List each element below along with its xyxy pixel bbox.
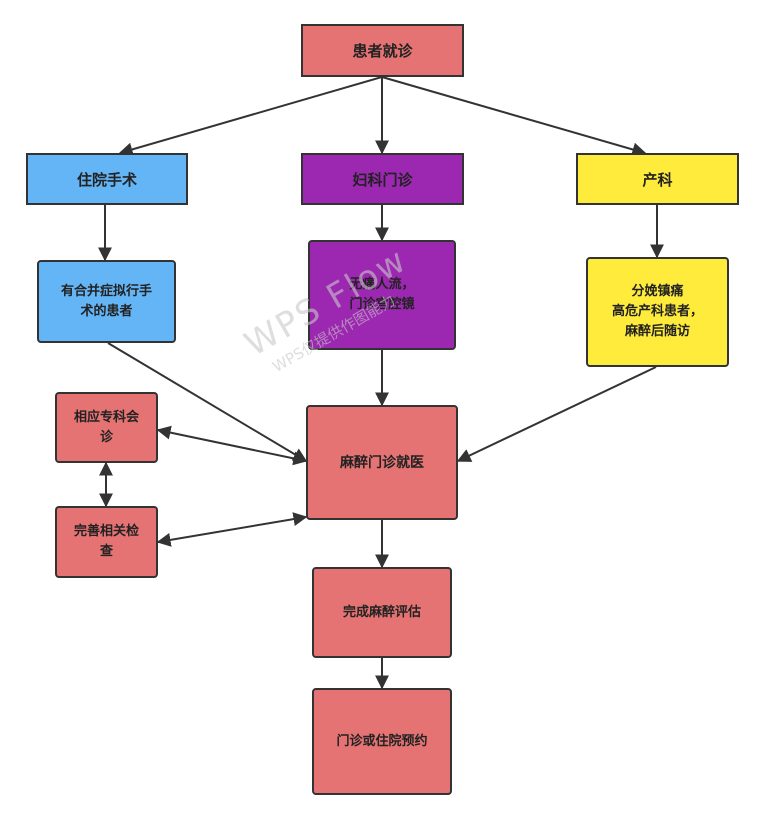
comorbidity-line-2: 术的患者 — [80, 303, 133, 319]
specialist-consult-line-1: 相应专科会 — [73, 409, 139, 425]
node-gyn-procedures[interactable]: 无痛人流， 门诊宫腔镜 — [308, 240, 456, 350]
comorbidity-line-1: 有合并症拟行手 — [60, 283, 152, 299]
gyn-procedures-line-1: 无痛人流， — [349, 277, 415, 292]
specialist-consult-line-2: 诊 — [99, 429, 113, 445]
anesthesia-clinic-label: 麻醉门诊就医 — [340, 454, 424, 471]
node-anesthesia-clinic[interactable]: 麻醉门诊就医 — [306, 405, 458, 520]
node-obstetric-services[interactable]: 分娩镇痛 高危产科患者， 麻醉后随访 — [586, 257, 729, 367]
edge-consult-clinic — [156, 425, 308, 466]
edge-exams-clinic — [156, 512, 308, 547]
obstetric-services-line-2: 高危产科患者， — [611, 304, 703, 319]
node-obstetrics-label: 产科 — [642, 170, 673, 189]
node-gyn-clinic-label: 妇科门诊 — [352, 170, 413, 189]
node-inpatient-surgery[interactable]: 住院手术 — [26, 153, 188, 205]
edge-visit-to-inpatient — [118, 76, 383, 157]
appointment-label: 门诊或住院预约 — [336, 733, 428, 749]
complete-assessment-label: 完成麻醉评估 — [342, 604, 421, 620]
node-comorbidity-patients[interactable]: 有合并症拟行手 术的患者 — [37, 260, 176, 343]
obstetric-services-line-3: 麻醉后随访 — [624, 324, 690, 339]
node-complete-assessment[interactable]: 完成麻醉评估 — [312, 567, 452, 658]
node-appointment[interactable]: 门诊或住院预约 — [312, 688, 452, 795]
complete-exams-line-2: 查 — [99, 544, 113, 559]
node-patient-visit[interactable]: 患者就诊 — [301, 24, 464, 77]
edge-services-to-clinic — [456, 366, 657, 462]
node-patient-visit-label: 患者就诊 — [352, 42, 413, 60]
node-complete-exams[interactable]: 完善相关检 查 — [55, 506, 158, 578]
complete-exams-line-1: 完善相关检 — [73, 524, 139, 539]
node-obstetrics[interactable]: 产科 — [576, 153, 739, 205]
node-gyn-clinic[interactable]: 妇科门诊 — [301, 153, 464, 205]
gyn-procedures-line-2: 门诊宫腔镜 — [349, 297, 415, 312]
node-specialist-consult[interactable]: 相应专科会 诊 — [55, 392, 158, 463]
edge-visit-to-obstetrics — [381, 76, 647, 157]
obstetric-services-line-1: 分娩镇痛 — [631, 284, 684, 299]
node-inpatient-surgery-label: 住院手术 — [76, 170, 137, 189]
